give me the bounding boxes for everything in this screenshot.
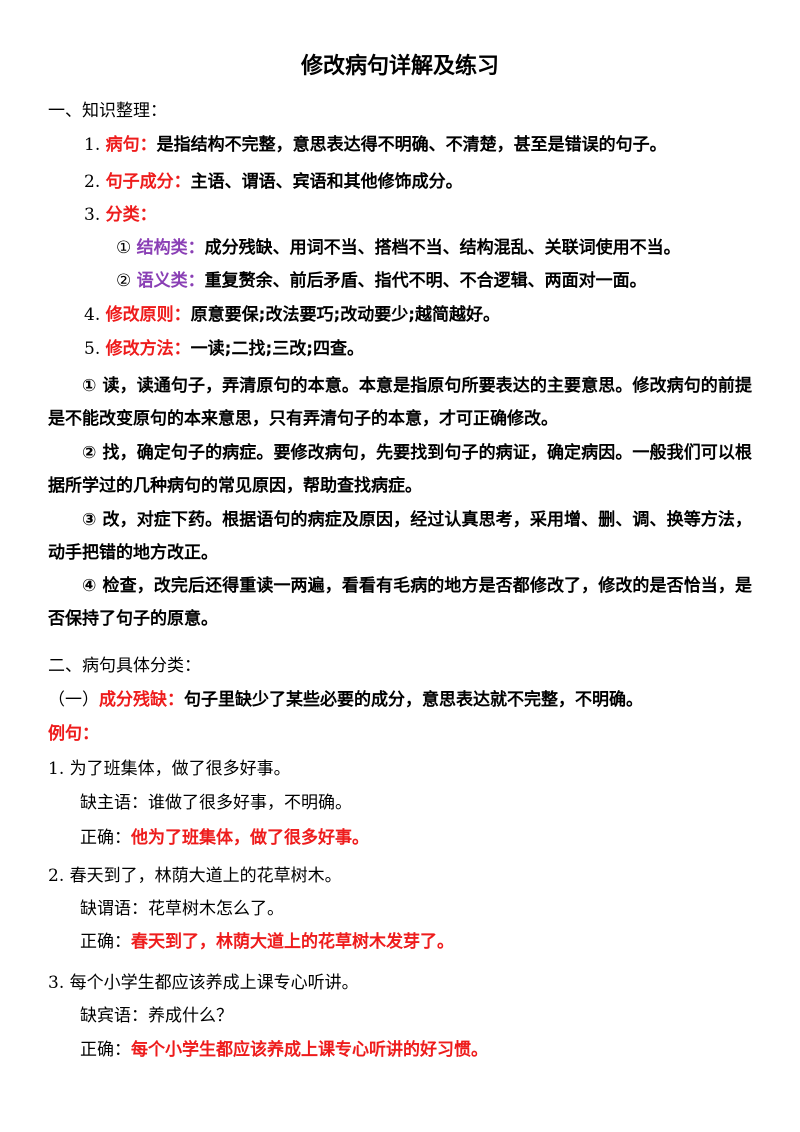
example-2-fix: 正确：春天到了，林荫大道上的花草树木发芽了。 [80,930,454,954]
example-3-fix-text: 每个小学生都应该养成上课专心听讲的好习惯。 [131,1040,488,1060]
item-3: 3. 分类： [84,203,157,227]
item-5-text: 一读;二找;三改;四查。 [190,339,365,359]
example-2-fix-label: 正确： [80,932,131,952]
method-paragraph-1: ① 读，读通句子，弄清原句的本意。本意是指原句所要表达的主要意思。修改病句的前提… [48,376,752,429]
item-1-num: 1. [84,135,101,155]
item-1: 1. 病句：是指结构不完整，意思表达得不明确、不清楚，甚至是错误的句子。 [84,133,667,157]
item-4-text: 原意要保;改法要巧;改动要少;越简越好。 [190,305,501,325]
example-1-issue: 缺主语：谁做了很多好事，不明确。 [80,793,352,813]
example-3-sentence: 3. 每个小学生都应该养成上课专心听讲。 [48,971,359,995]
example-1-sentence: 1. 为了班集体，做了很多好事。 [48,757,291,781]
example-3-num: 3. [48,973,65,993]
item-3-num: 3. [84,205,101,225]
subsection-1-prefix: （一） [48,690,99,710]
example-1-text: 为了班集体，做了很多好事。 [69,759,291,779]
item-5: 5. 修改方法：一读;二找;三改;四查。 [84,337,364,361]
example-label: 例句： [48,724,99,744]
subsection-1-term: 成分残缺： [99,690,184,710]
item-4-num: 4. [84,305,101,325]
example-2-fix-text: 春天到了，林荫大道上的花草树木发芽了。 [131,932,454,952]
category-1-text: 成分残缺、用词不当、搭档不当、结构混乱、关联词使用不当。 [204,238,681,258]
example-1-fix-text: 他为了班集体，做了很多好事。 [131,828,369,848]
subsection-1: （一）成分残缺：句子里缺少了某些必要的成分，意思表达就不完整，不明确。 [48,688,643,712]
item-4: 4. 修改原则：原意要保;改法要巧;改动要少;越简越好。 [84,303,500,327]
item-2-num: 2. [84,172,101,192]
category-2-text: 重复赘余、前后矛盾、指代不明、不合逻辑、两面对一面。 [204,271,647,291]
category-2-term: 语义类： [136,271,205,291]
item-2-term: 句子成分： [105,172,191,192]
category-1-term: 结构类： [136,238,205,258]
method-paragraph-3: ③ 改，对症下药。根据语句的病症及原因，经过认真思考，采用增、删、调、换等方法，… [48,510,752,563]
example-3-fix-label: 正确： [80,1040,131,1060]
example-2-sentence: 2. 春天到了，林荫大道上的花草树木。 [48,864,342,888]
example-2-text: 春天到了，林荫大道上的花草树木。 [69,866,342,886]
section2-heading: 二、病句具体分类： [48,656,201,676]
example-1-fix-label: 正确： [80,828,131,848]
item-2: 2. 句子成分：主语、谓语、宾语和其他修饰成分。 [84,170,463,194]
item-1-text: 是指结构不完整，意思表达得不明确、不清楚，甚至是错误的句子。 [156,135,667,155]
method-paragraph-4: ④ 检查，改完后还得重读一两遍，看看有毛病的地方是否都修改了，修改的是否恰当，是… [48,576,752,629]
example-3-text: 每个小学生都应该养成上课专心听讲。 [69,973,359,993]
example-1-fix: 正确：他为了班集体，做了很多好事。 [80,826,369,850]
category-1-mark: ① [116,238,132,258]
example-3-issue: 缺宾语：养成什么？ [80,1006,233,1026]
example-2-issue: 缺谓语：花草树木怎么了。 [80,899,284,919]
subsection-1-text: 句子里缺少了某些必要的成分，意思表达就不完整，不明确。 [184,690,643,710]
category-1: ① 结构类：成分残缺、用词不当、搭档不当、结构混乱、关联词使用不当。 [116,236,681,260]
example-3-fix: 正确：每个小学生都应该养成上课专心听讲的好习惯。 [80,1038,488,1062]
example-1-num: 1. [48,759,65,779]
item-4-term: 修改原则： [105,305,191,325]
item-3-term: 分类： [105,205,157,225]
item-1-term: 病句： [105,135,157,155]
example-2-num: 2. [48,866,65,886]
category-2: ② 语义类：重复赘余、前后矛盾、指代不明、不合逻辑、两面对一面。 [116,269,647,293]
item-2-text: 主语、谓语、宾语和其他修饰成分。 [190,172,463,192]
method-paragraph-2: ② 找，确定句子的病症。要修改病句，先要找到句子的病证，确定病因。一般我们可以根… [48,443,752,496]
section1-heading: 一、知识整理： [48,101,167,121]
page-title: 修改病句详解及练习 [300,54,499,79]
item-5-num: 5. [84,339,101,359]
item-5-term: 修改方法： [105,339,191,359]
category-2-mark: ② [116,271,132,291]
